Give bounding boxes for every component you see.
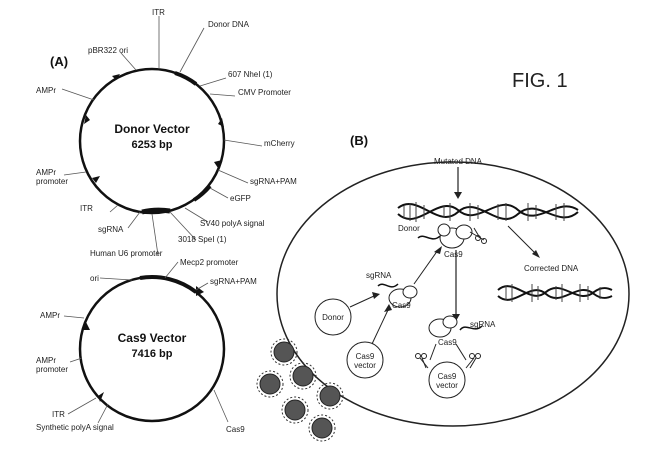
ampr-label-cas9: AMPr (40, 311, 60, 320)
ampr-promoter-label-cas9: AMPr promoter (36, 356, 69, 374)
virus-particle (284, 399, 306, 421)
dna-helix-corrected (497, 285, 613, 301)
cas9-label: Cas9 (226, 425, 245, 434)
cas9-protein-lower (428, 315, 458, 338)
mcherry-label: mCherry (264, 139, 295, 148)
cas9-vector-circle-label-lower: Cas9 vector (436, 372, 458, 390)
donor-label-top: Donor (398, 224, 420, 233)
sgrna-label-right: sgRNA (470, 320, 496, 329)
donor-arrow-2 (218, 118, 224, 127)
dna-rungs-top (403, 202, 565, 222)
donor-vector-title: Donor Vector (114, 122, 190, 136)
donor-to-cas9-arrowhead (372, 292, 380, 299)
panel-a-label: (A) (50, 54, 69, 69)
sgrna-label-left: sgRNA (366, 271, 392, 280)
sgrna-pam-label-cas9: sgRNA+PAM (210, 277, 257, 286)
cas9-arrow-2 (82, 322, 90, 330)
to-corrected-arrow (507, 225, 537, 255)
lower-arrow-right (455, 343, 467, 361)
nhei-label: 607 NheI (1) (228, 70, 273, 79)
vector-to-cas9-arrow (371, 309, 389, 345)
cas9-vector-circle-lower (428, 361, 466, 399)
donor-vector-size: 6253 bp (131, 139, 173, 151)
cas9-protein-top (437, 223, 473, 249)
scissors-icon-top (469, 227, 487, 244)
viral-particles (259, 341, 341, 439)
panel-b-label: (B) (350, 133, 369, 148)
cas9-label-mid: Cas9 (392, 301, 411, 310)
donor-arrow-5 (112, 74, 120, 80)
figure-label: FIG. 1 (512, 70, 568, 92)
ampr-label-donor: AMPr (36, 86, 56, 95)
egfp-label: eGFP (230, 194, 251, 203)
sgrna-pam-label-donor: sgRNA+PAM (250, 177, 297, 186)
spei-label: 3018 SpeI (1) (178, 235, 227, 244)
mid-to-top-arrow (413, 249, 439, 285)
donor-vector-plasmid (78, 67, 226, 215)
itr-top-label: ITR (152, 8, 165, 17)
egfp-arc (192, 184, 212, 202)
donor-strand-top (417, 235, 441, 240)
donor-arrow-3 (214, 160, 222, 168)
viral-spikes (256, 338, 344, 442)
itr-bottom-label: ITR (80, 204, 93, 213)
to-corrected-arrowhead (532, 250, 540, 258)
dna-rungs-corrected (505, 284, 601, 302)
donor-dna-arc (174, 71, 198, 86)
donor-dna-label: Donor DNA (208, 20, 249, 29)
virus-particle (273, 341, 295, 363)
vector-to-cas9-arrowhead (384, 304, 392, 312)
donor-circle-label: Donor (322, 313, 344, 322)
mutated-dna-arrowhead (454, 192, 462, 199)
sv40-polya-label: SV40 polyA signal (200, 219, 265, 228)
cell-ellipse (276, 161, 630, 427)
sgrna-strand-left (377, 283, 399, 288)
cas9-vector-title: Cas9 Vector (117, 331, 187, 345)
dna-helix-top (397, 203, 579, 220)
cas9-vector-circle-left (346, 341, 384, 379)
virus-particle (311, 417, 333, 439)
cas9-protein-mid (388, 285, 418, 308)
ampr-promoter-label-donor: AMPr promoter (36, 168, 69, 186)
pbr322-ori-label: pBR322 ori (88, 46, 129, 55)
scissors-icon-left (415, 353, 429, 369)
u6-sgrna-arc (141, 207, 171, 215)
virus-particle (259, 373, 281, 395)
virus-particle (319, 385, 341, 407)
donor-leader-lines (61, 16, 263, 256)
mutated-dna-label: Mutated DNA (434, 157, 483, 166)
cas9-arrow-3 (98, 392, 104, 402)
cmv-promoter-label: CMV Promoter (238, 88, 291, 97)
synthetic-polya-label: Synthetic polyA signal (36, 423, 114, 432)
cas9-label-top: Cas9 (444, 250, 463, 259)
mecp2-arc (139, 275, 198, 294)
donor-circle (314, 298, 352, 336)
mecp2-promoter-label: Mecp2 promoter (180, 258, 239, 267)
sgrna-label-donor: sgRNA (98, 225, 124, 234)
corrected-dna-label: Corrected DNA (524, 264, 579, 273)
cas9-down-arrowhead (452, 314, 460, 321)
virus-particle (292, 365, 314, 387)
sgrna-strand-right (459, 325, 483, 331)
scissors-icon-right (465, 353, 481, 369)
mid-to-top-arrowhead (434, 246, 442, 254)
human-u6-promoter-label: Human U6 promoter (90, 249, 163, 258)
cas9-leader-lines (63, 261, 229, 424)
cas9-vector-circle-label-left: Cas9 vector (354, 352, 376, 370)
cas9-label-lower: Cas9 (438, 338, 457, 347)
ori-label: ori (90, 274, 99, 283)
donor-arrow-1 (84, 115, 90, 124)
donor-to-cas9-arrow (349, 295, 375, 308)
donor-arrow-4 (92, 176, 100, 183)
lower-arrow-left (429, 343, 437, 361)
itr-label-cas9: ITR (52, 410, 65, 419)
cas9-vector-size: 7416 bp (131, 348, 173, 360)
